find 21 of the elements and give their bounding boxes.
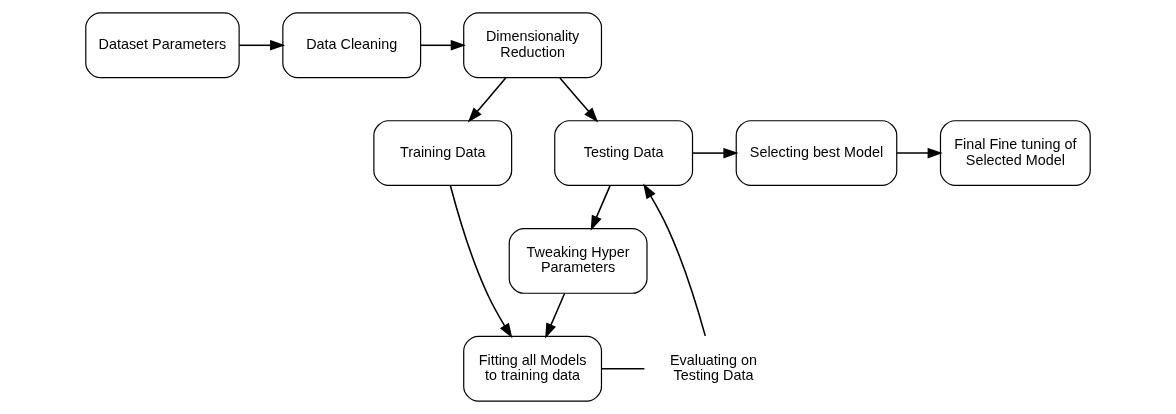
arrow [467, 77, 507, 123]
arrow [419, 40, 466, 51]
connector [600, 367, 646, 370]
node-box: Tweaking Hyper Parameters [508, 227, 648, 294]
node-box: Training Data [373, 120, 513, 187]
arrow [643, 183, 707, 337]
arrow [590, 185, 611, 231]
node-box: Testing Data [554, 120, 694, 187]
node-box: Data Cleaning [282, 12, 422, 79]
node-box: Fitting all Models to training data [463, 335, 603, 402]
arrow [691, 147, 739, 159]
node-box: Dataset Parameters [85, 12, 240, 79]
node-box: Dimensionality Reduction [463, 12, 603, 79]
node-box: Selecting best Model [735, 120, 898, 187]
arrow [559, 77, 599, 123]
arrow [896, 147, 943, 159]
node-box: Final Fine tuning of Selected Model [939, 120, 1091, 187]
arrow [545, 292, 566, 339]
node-text: Evaluating on Testing Data [669, 351, 757, 384]
arrow [238, 40, 286, 51]
arrow [449, 184, 513, 339]
